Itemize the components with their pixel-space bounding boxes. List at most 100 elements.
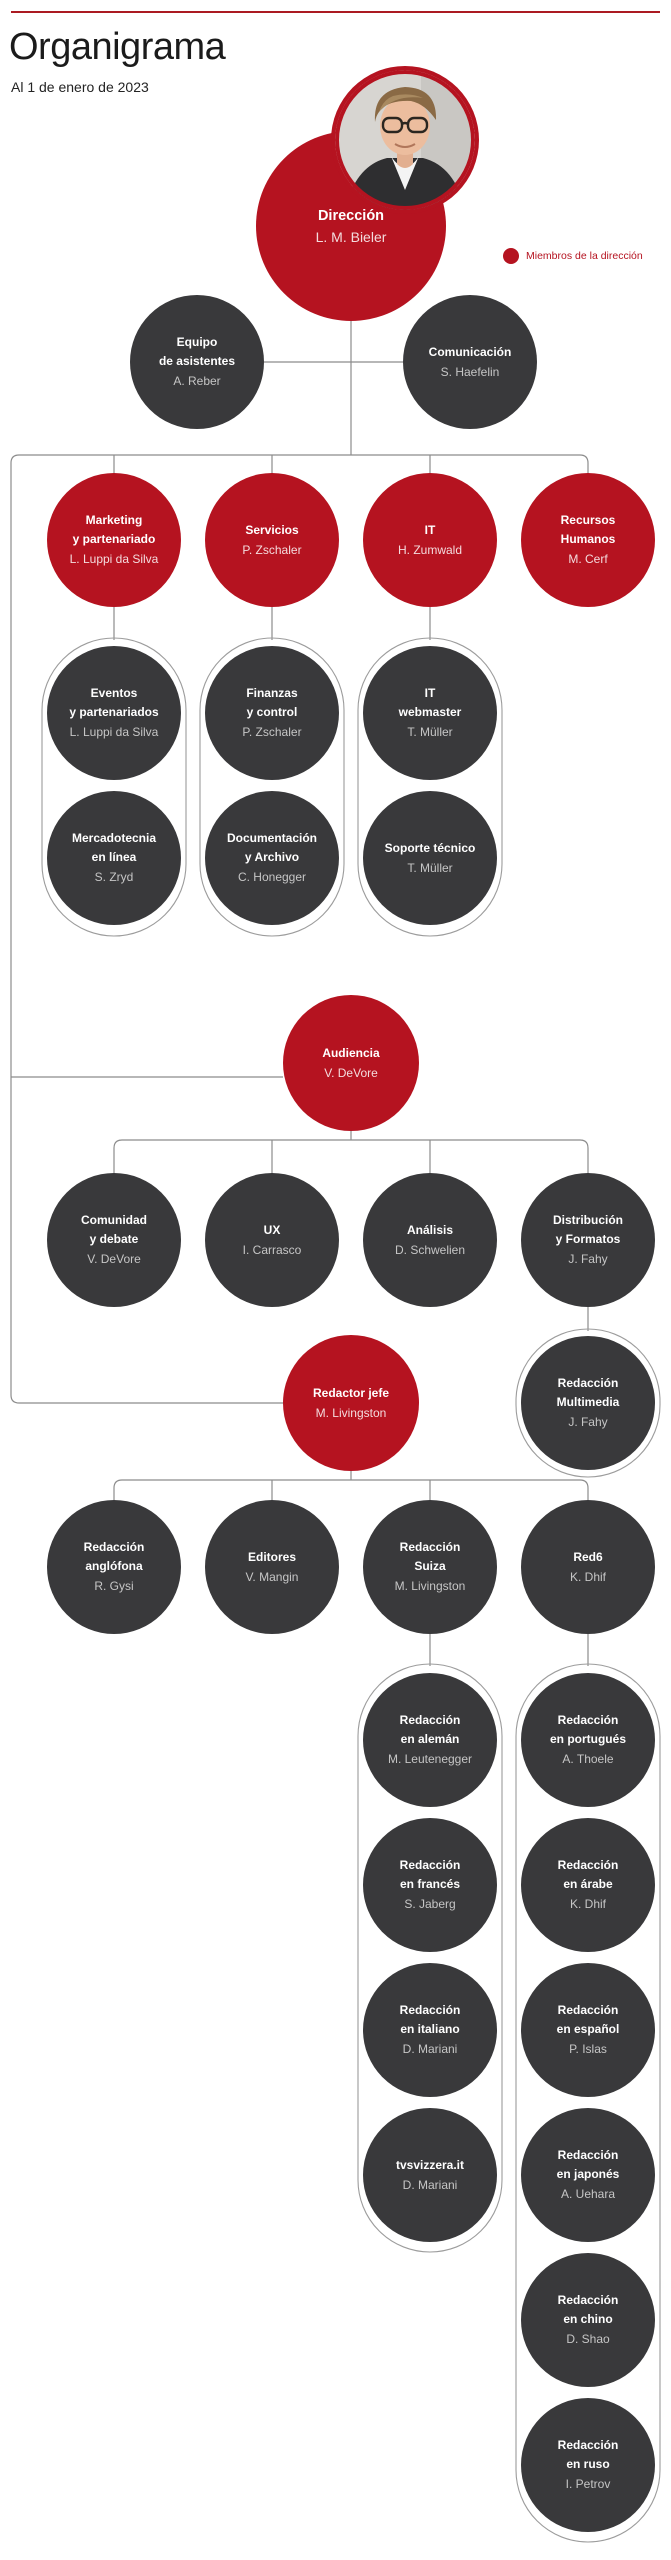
node-label: Editores <box>247 1549 296 1564</box>
node-label: anglófona <box>85 1559 143 1573</box>
node-label: IT <box>424 686 436 700</box>
director-photo <box>331 66 479 214</box>
node-label: Redacción <box>557 1713 619 1727</box>
node-label: Distribución <box>552 1213 623 1227</box>
node-label: Redacción <box>399 2003 461 2017</box>
node-person: V. Mangin <box>245 1569 299 1584</box>
node-person: M. Livingston <box>315 1405 387 1420</box>
node-label: Suiza <box>414 1559 446 1573</box>
node-person: J. Fahy <box>568 1252 608 1266</box>
node-label: y control <box>246 705 298 719</box>
node-label: Audiencia <box>322 1045 380 1060</box>
node-person: L. Luppi da Silva <box>69 552 159 566</box>
node-label: Finanzas <box>246 686 298 700</box>
group-capsule <box>357 1663 503 2253</box>
legend-label: Miembros de la dirección <box>526 250 643 262</box>
node-label: en ruso <box>566 2457 610 2471</box>
node-person: R. Gysi <box>94 1579 134 1593</box>
node-label: Redacción <box>557 1376 619 1390</box>
node-label: de asistentes <box>158 354 236 368</box>
org-node-mercadotecnia-en-linea: Mercadotecnia en línea S. Zryd <box>47 791 181 925</box>
node-person: M. Livingston <box>394 1579 466 1593</box>
node-person: A. Reber <box>173 374 221 388</box>
org-node-equipo-asistentes: Equipo de asistentes A. Reber <box>130 295 264 429</box>
legend: Miembros de la dirección <box>503 248 643 264</box>
node-label: Redacción <box>399 1858 461 1872</box>
node-label: en árabe <box>563 1877 613 1891</box>
node-label: en italiano <box>400 2022 460 2036</box>
node-person: K. Dhif <box>569 1897 606 1911</box>
top-rule <box>11 11 660 13</box>
node-label: en francés <box>399 1877 461 1891</box>
node-person: D. Mariani <box>402 2042 458 2056</box>
portrait-illustration <box>335 70 475 210</box>
org-node-servicios: Servicios P. Zschaler <box>205 473 339 607</box>
group-capsule <box>41 637 187 937</box>
node-person: P. Zschaler <box>242 725 302 739</box>
page-title: Organigrama <box>9 26 226 68</box>
node-person: L. M. Bieler <box>315 229 387 245</box>
node-label: y Formatos <box>555 1232 621 1246</box>
group-capsule <box>515 1663 661 2543</box>
node-label: en japonés <box>556 2167 620 2181</box>
node-person: D. Mariani <box>402 2177 458 2192</box>
node-label: Mercadotecnia <box>71 831 157 845</box>
node-label: Equipo <box>176 335 218 349</box>
node-person: J. Fahy <box>568 1415 608 1429</box>
node-label: Servicios <box>245 522 299 537</box>
node-label: Redacción <box>83 1540 145 1554</box>
node-person: P. Zschaler <box>242 542 302 557</box>
node-label: en línea <box>91 850 137 864</box>
node-label: Redacción <box>557 1858 619 1872</box>
node-label: Humanos <box>560 532 616 546</box>
node-person: T. Müller <box>407 725 453 739</box>
node-person: K. Dhif <box>569 1569 606 1584</box>
org-node-red6: Red6 K. Dhif <box>521 1500 655 1634</box>
node-label: Documentación <box>226 831 317 845</box>
node-label: Red6 <box>573 1549 603 1564</box>
node-label: Redacción <box>399 1540 461 1554</box>
node-label: y partenariado <box>72 532 156 546</box>
node-label: IT <box>424 522 436 537</box>
org-node-marketing-partenariado: Marketing y partenariado L. Luppi da Silva <box>47 473 181 607</box>
node-label: en español <box>556 2022 620 2036</box>
node-label: en chino <box>563 2312 613 2326</box>
node-person: P. Islas <box>569 2042 607 2056</box>
node-person: V. DeVore <box>87 1252 141 1266</box>
node-label: Análisis <box>406 1222 454 1237</box>
org-node-redaccion-espanol: Redacción en español P. Islas <box>521 1963 655 2097</box>
node-person: L. Luppi da Silva <box>69 725 159 739</box>
node-label: Dirección <box>317 208 385 224</box>
node-label: UX <box>263 1222 281 1237</box>
node-label: Marketing <box>85 513 143 527</box>
org-node-redaccion-italiano: Redacción en italiano D. Mariani <box>363 1963 497 2097</box>
node-label: Comunicación <box>428 344 512 359</box>
node-label: y debate <box>89 1232 139 1246</box>
node-person: S. Zryd <box>94 870 134 884</box>
group-capsule <box>357 637 503 937</box>
node-label: Eventos <box>90 686 138 700</box>
node-person: A. Uehara <box>560 2187 616 2201</box>
node-label: Redacción <box>557 2003 619 2017</box>
node-label: y Archivo <box>244 850 300 864</box>
node-label: Redacción <box>399 1713 461 1727</box>
node-person: V. DeVore <box>324 1065 378 1080</box>
node-label: en portugués <box>549 1732 626 1746</box>
org-node-redaccion-anglofona: Redacción anglófona R. Gysi <box>47 1500 181 1634</box>
node-label: Soporte técnico <box>384 840 476 855</box>
